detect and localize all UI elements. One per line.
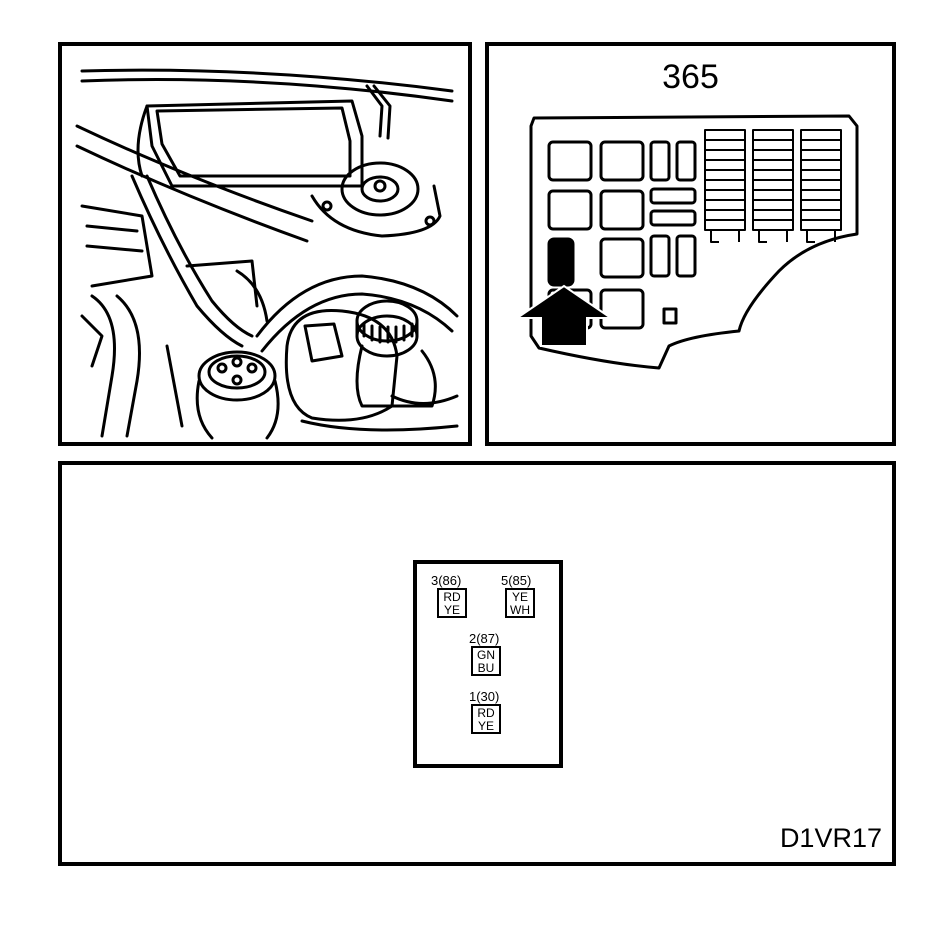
pin-2-87-wire-colors: GN BU: [471, 646, 501, 676]
pin-5-85-wire-colors: YE WH: [505, 588, 535, 618]
fusebox-panel: 365: [485, 42, 896, 446]
fusebox-drawing: [513, 114, 859, 370]
relay-connector: 3(86) RD YE 5(85) YE WH 2(87) GN BU 1(30…: [413, 560, 563, 768]
pin-3-86-wire-colors: RD YE: [437, 588, 467, 618]
highlighted-relay-slot: [547, 237, 575, 287]
pin-1-30-wire1: RD: [477, 706, 495, 720]
connector-pinout-panel: 3(86) RD YE 5(85) YE WH 2(87) GN BU 1(30…: [58, 461, 896, 866]
pin-1-30-wire2: YE: [477, 719, 494, 733]
engine-bay-drawing: [75, 68, 459, 440]
pin-1-30-wire-colors: RD YE: [471, 704, 501, 734]
pin-label-2-87: 2(87): [469, 631, 500, 646]
diagram-code: D1VR17: [779, 823, 882, 853]
pin-3-86-wire2: YE: [443, 603, 460, 617]
pin-2-87-wire1: GN: [477, 648, 495, 662]
pin-5-85-wire1: YE: [511, 590, 528, 604]
pin-label-1-30: 1(30): [469, 689, 500, 704]
fusebox-outline: [529, 114, 859, 370]
engine-bay-illustration-panel: [58, 42, 472, 446]
pin-label-5-85: 5(85): [501, 573, 532, 588]
location-arrow: [513, 284, 615, 347]
pin-3-86-wire1: RD: [443, 590, 461, 604]
fusebox-number: 365: [662, 58, 719, 96]
pin-2-87-wire2: BU: [477, 661, 495, 675]
pin-label-3-86: 3(86): [431, 573, 462, 588]
pin-5-85-wire2: WH: [510, 603, 530, 617]
